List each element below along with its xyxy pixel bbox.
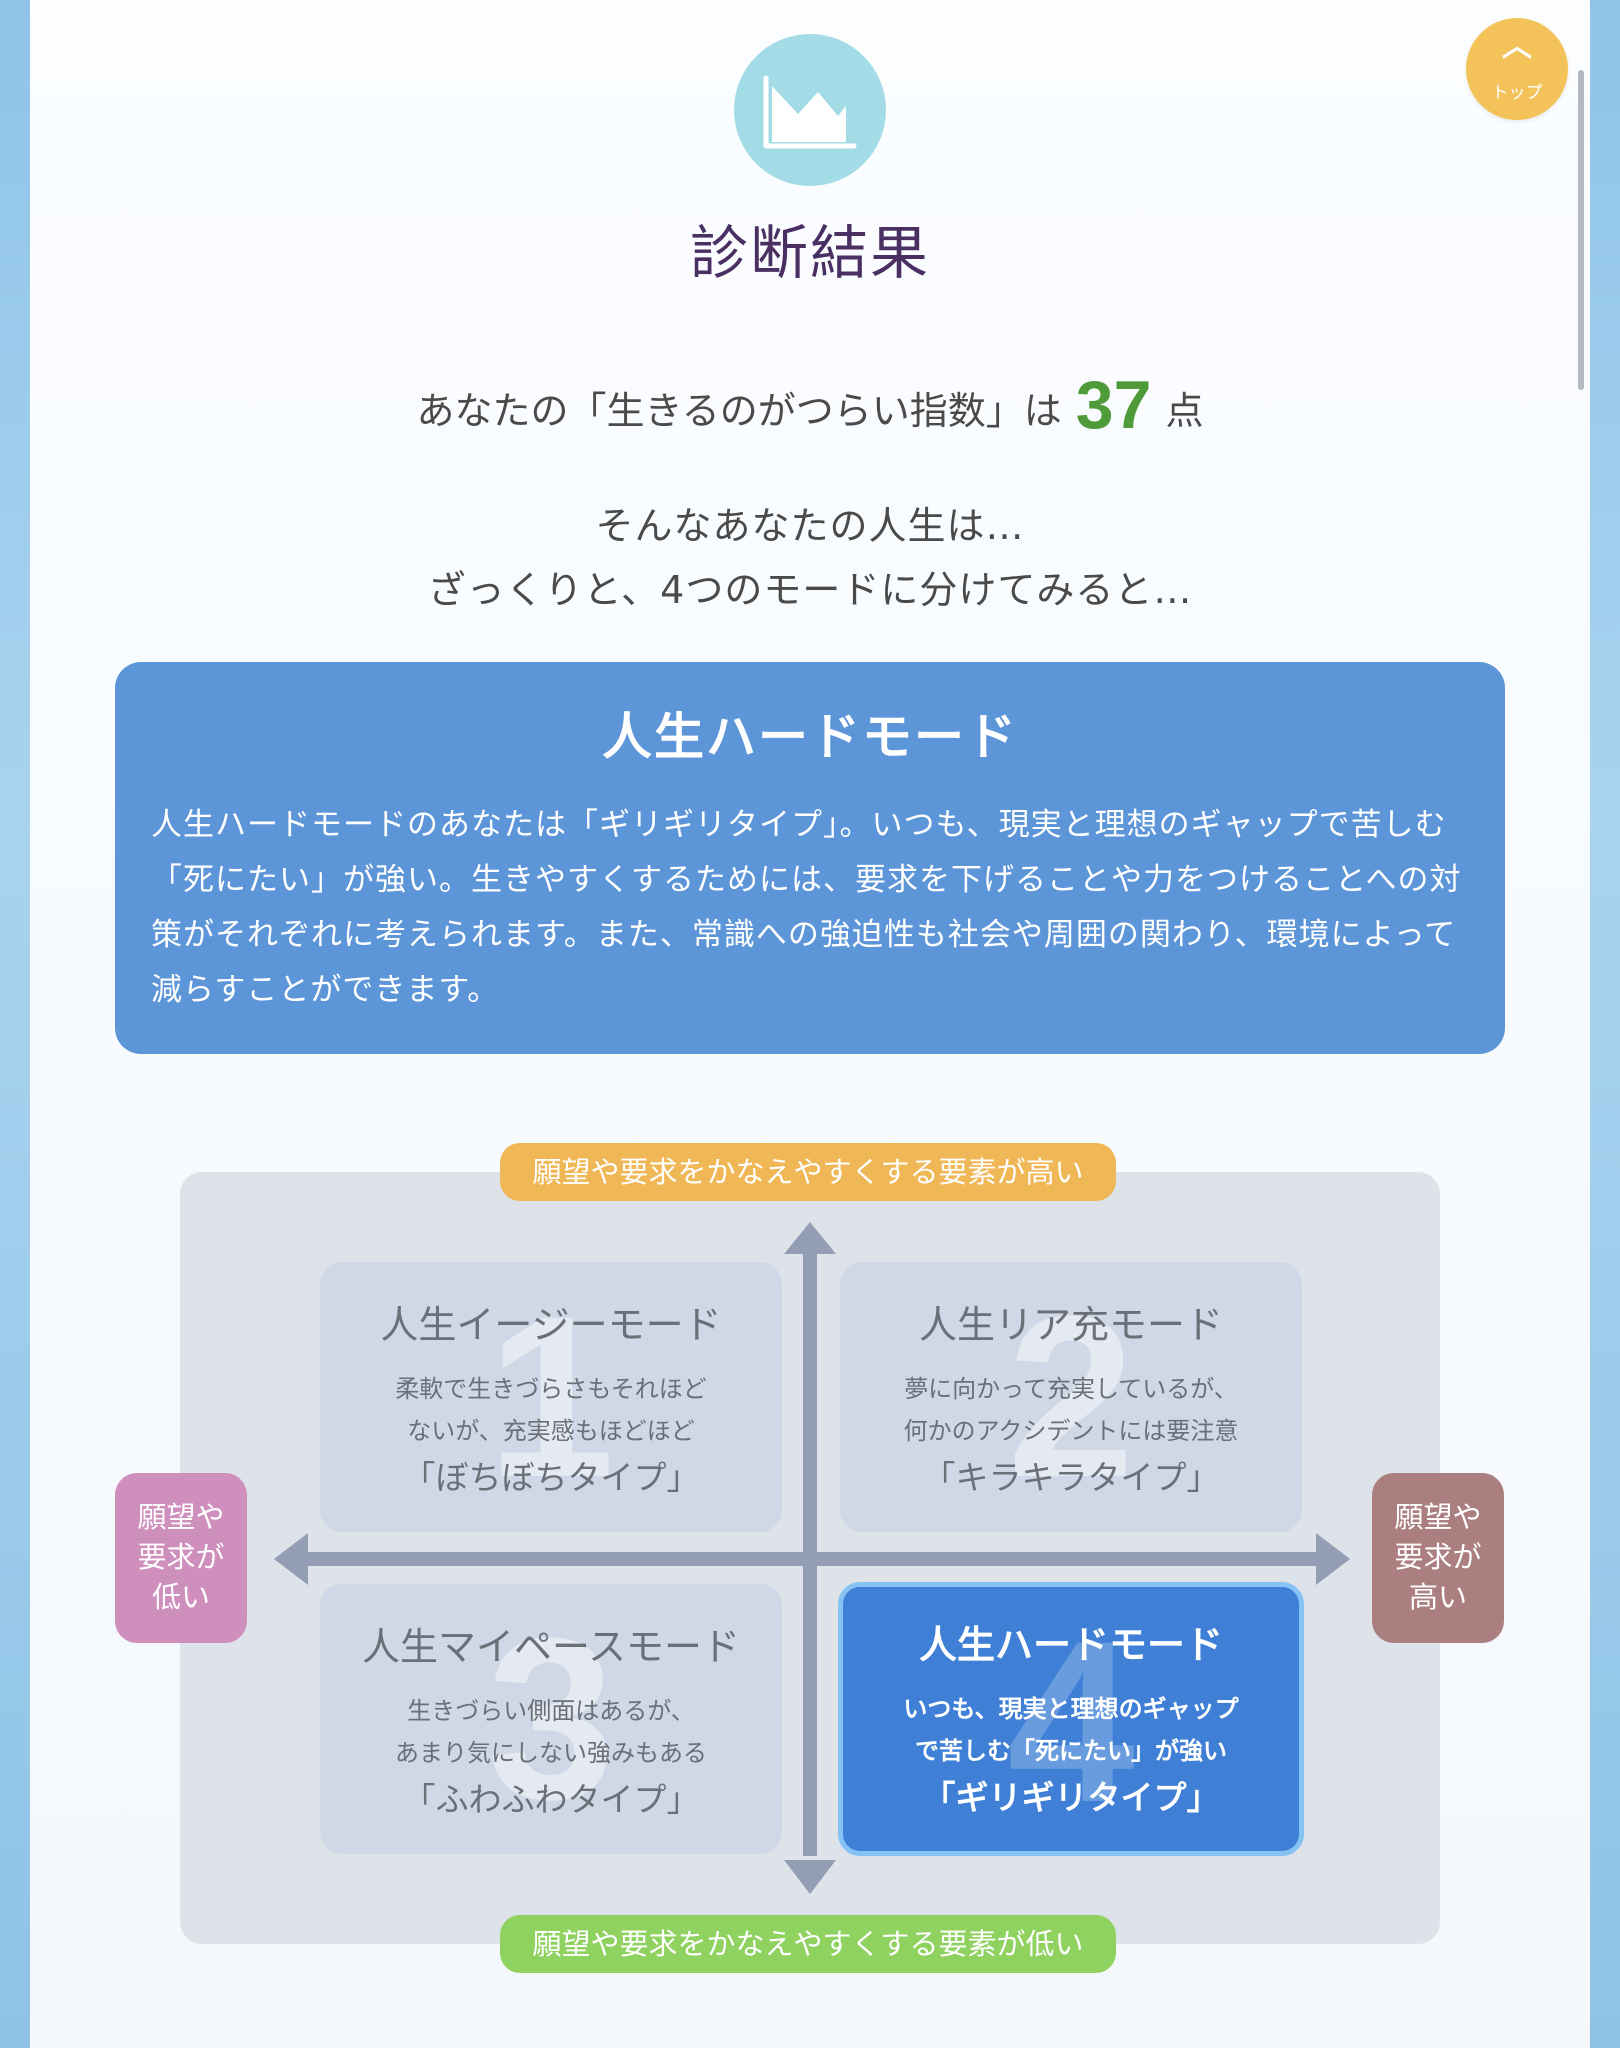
quadrant-title: 人生マイペースモード <box>361 1625 741 1669</box>
quadrant-desc-line-2: で苦しむ「死にたい」が強い <box>915 1737 1227 1765</box>
axis-label-left: 願望や 要求が 低い <box>115 1473 247 1643</box>
axis-arrow-right-icon <box>1316 1533 1350 1585</box>
quadrant-mypace-mode: 3 人生マイペースモード 生きづらい側面はあるが、 あまり気にしない強みもある … <box>320 1584 782 1854</box>
score-prefix: あなたの「生きるのがつらい指数」は <box>416 389 1062 433</box>
intro-text: そんなあなたの人生は… ざっくりと、4つのモードに分けてみると… <box>0 494 1620 622</box>
result-description: 人生ハードモードのあなたは「ギリギリタイプ」。いつも、現実と理想のギャップで苦し… <box>151 807 1462 1008</box>
quadrant-description: 夢に向かって充実しているが、 何かのアクシデントには要注意 <box>840 1368 1302 1452</box>
axis-label-top: 願望や要求をかなえやすくする要素が高い <box>500 1143 1116 1201</box>
axis-right-line-1: 願望や <box>1394 1500 1482 1534</box>
quadrant-desc-line-2: ないが、充実感もほどほど <box>407 1417 695 1445</box>
score-unit: 点 <box>1165 389 1204 433</box>
axis-label-right: 願望や 要求が 高い <box>1372 1473 1504 1643</box>
area-chart-icon <box>734 34 886 186</box>
quadrant-title: 人生リア充モード <box>918 1303 1223 1347</box>
result-title: 人生ハードモード <box>602 708 1018 766</box>
quadrant-description: いつも、現実と理想のギャップ で苦しむ「死にたい」が強い <box>843 1688 1299 1772</box>
quadrant-desc-line-1: 夢に向かって充実しているが、 <box>904 1375 1238 1403</box>
axis-left-line-3: 低い <box>151 1580 210 1614</box>
axis-right-line-3: 高い <box>1408 1580 1467 1614</box>
axis-arrow-down-icon <box>784 1860 836 1894</box>
back-to-top-label: トップ <box>1491 83 1543 103</box>
axis-arrow-up-icon <box>784 1222 836 1254</box>
result-card: 人生ハードモード 人生ハードモードのあなたは「ギリギリタイプ」。いつも、現実と理… <box>115 662 1505 1054</box>
quadrant-type: 「ふわふわタイプ」 <box>402 1780 700 1819</box>
score-value: 37 <box>1075 367 1152 443</box>
axis-label-bottom: 願望や要求をかなえやすくする要素が低い <box>500 1915 1116 1973</box>
quadrant-type: 「ぼちぼちタイプ」 <box>402 1458 700 1497</box>
quadrant-desc-line-1: いつも、現実と理想のギャップ <box>903 1695 1239 1723</box>
axis-right-line-2: 要求が <box>1394 1540 1482 1574</box>
quadrant-type: 「ギリギリタイプ」 <box>922 1778 1220 1817</box>
quadrant-number: 4 <box>1007 1593 1135 1850</box>
score-line: あなたの「生きるのがつらい指数」は 37 点 <box>0 360 1620 456</box>
quadrant-title: 人生イージーモード <box>380 1303 722 1347</box>
quadrant-description: 生きづらい側面はあるが、 あまり気にしない強みもある <box>320 1690 782 1774</box>
quadrant-number: 2 <box>1007 1268 1135 1525</box>
back-to-top-button[interactable]: ︿ トップ <box>1466 18 1568 120</box>
quadrant-number: 1 <box>487 1268 615 1525</box>
chevron-up-icon: ︿ <box>1502 29 1532 64</box>
quadrant-hard-mode-highlighted: 4 人生ハードモード いつも、現実と理想のギャップ で苦しむ「死にたい」が強い … <box>838 1582 1304 1856</box>
quadrant-desc-line-2: 何かのアクシデントには要注意 <box>903 1417 1239 1445</box>
quadrant-description: 柔軟で生きづらさもそれほど ないが、充実感もほどほど <box>320 1368 782 1452</box>
axis-left-line-2: 要求が <box>137 1540 225 1574</box>
scrollbar[interactable] <box>1578 70 1584 390</box>
quadrant-title: 人生ハードモード <box>918 1623 1223 1667</box>
quadrant-type: 「キラキラタイプ」 <box>922 1458 1220 1497</box>
page-title: 診断結果 <box>689 219 930 287</box>
quadrant-desc-line-1: 柔軟で生きづらさもそれほど <box>395 1375 707 1403</box>
quadrant-desc-line-2: あまり気にしない強みもある <box>395 1739 707 1767</box>
intro-line-1: そんなあなたの人生は… <box>595 504 1025 548</box>
quadrant-desc-line-1: 生きづらい側面はあるが、 <box>407 1697 695 1725</box>
axis-arrow-left-icon <box>274 1533 308 1585</box>
intro-line-2: ざっくりと、4つのモードに分けてみると… <box>427 568 1193 612</box>
quadrant-easy-mode: 1 人生イージーモード 柔軟で生きづらさもそれほど ないが、充実感もほどほど 「… <box>320 1262 782 1532</box>
quadrant-number: 3 <box>487 1590 615 1847</box>
axis-left-line-1: 願望や <box>137 1500 225 1534</box>
quadrant-riajuu-mode: 2 人生リア充モード 夢に向かって充実しているが、 何かのアクシデントには要注意… <box>840 1262 1302 1532</box>
